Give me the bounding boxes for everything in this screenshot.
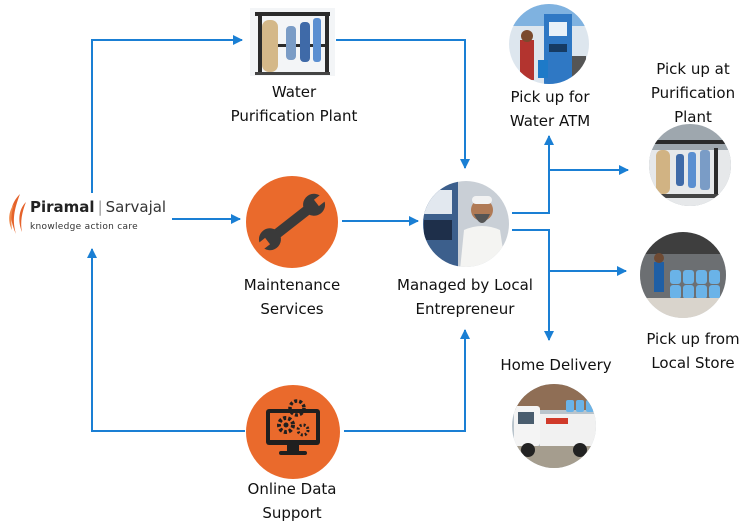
logo-wordmark: Piramal|Sarvajal xyxy=(30,198,166,216)
local-store-photo xyxy=(640,232,726,318)
logo-product: Sarvajal xyxy=(105,198,167,216)
arrow-to-local-store xyxy=(512,229,627,276)
label-data-support: Online Data Support xyxy=(247,480,337,522)
wrench-icon xyxy=(246,176,338,268)
monitor-gear-icon xyxy=(246,385,340,479)
arrow-to-atm xyxy=(512,135,554,214)
flame-logo-icon xyxy=(9,194,26,234)
logo-divider: | xyxy=(97,198,103,216)
label-home-delivery: Home Delivery xyxy=(500,356,612,374)
piramal-sarvajal-logo: Piramal|Sarvajal knowledge action care xyxy=(6,192,176,244)
label-water-atm: Pick up for Water ATM xyxy=(509,88,591,130)
water-plant-image xyxy=(250,8,335,76)
connector-arrows xyxy=(87,35,629,432)
water-atm-photo xyxy=(509,4,589,84)
pickup-plant-photo xyxy=(649,124,731,206)
label-local-store: Pick up from Local Store xyxy=(646,330,740,372)
label-entrepreneur: Managed by Local Entrepreneur xyxy=(397,276,533,318)
arrow-plant-to-entrepreneur xyxy=(336,39,470,169)
label-pickup-plant: Pick up at Purification Plant xyxy=(650,60,736,126)
entrepreneur-photo xyxy=(423,181,509,267)
arrow-logo-to-plant xyxy=(91,35,243,193)
label-water-plant: Water Purification Plant xyxy=(230,83,358,125)
arrow-datasupport-to-logo xyxy=(87,248,245,432)
label-maintenance: Maintenance Services xyxy=(243,276,341,318)
logo-tagline: knowledge action care xyxy=(30,222,139,232)
arrow-datasupport-to-entrepreneur xyxy=(344,329,470,432)
home-delivery-photo xyxy=(512,384,596,468)
logo-brand: Piramal xyxy=(30,198,95,216)
